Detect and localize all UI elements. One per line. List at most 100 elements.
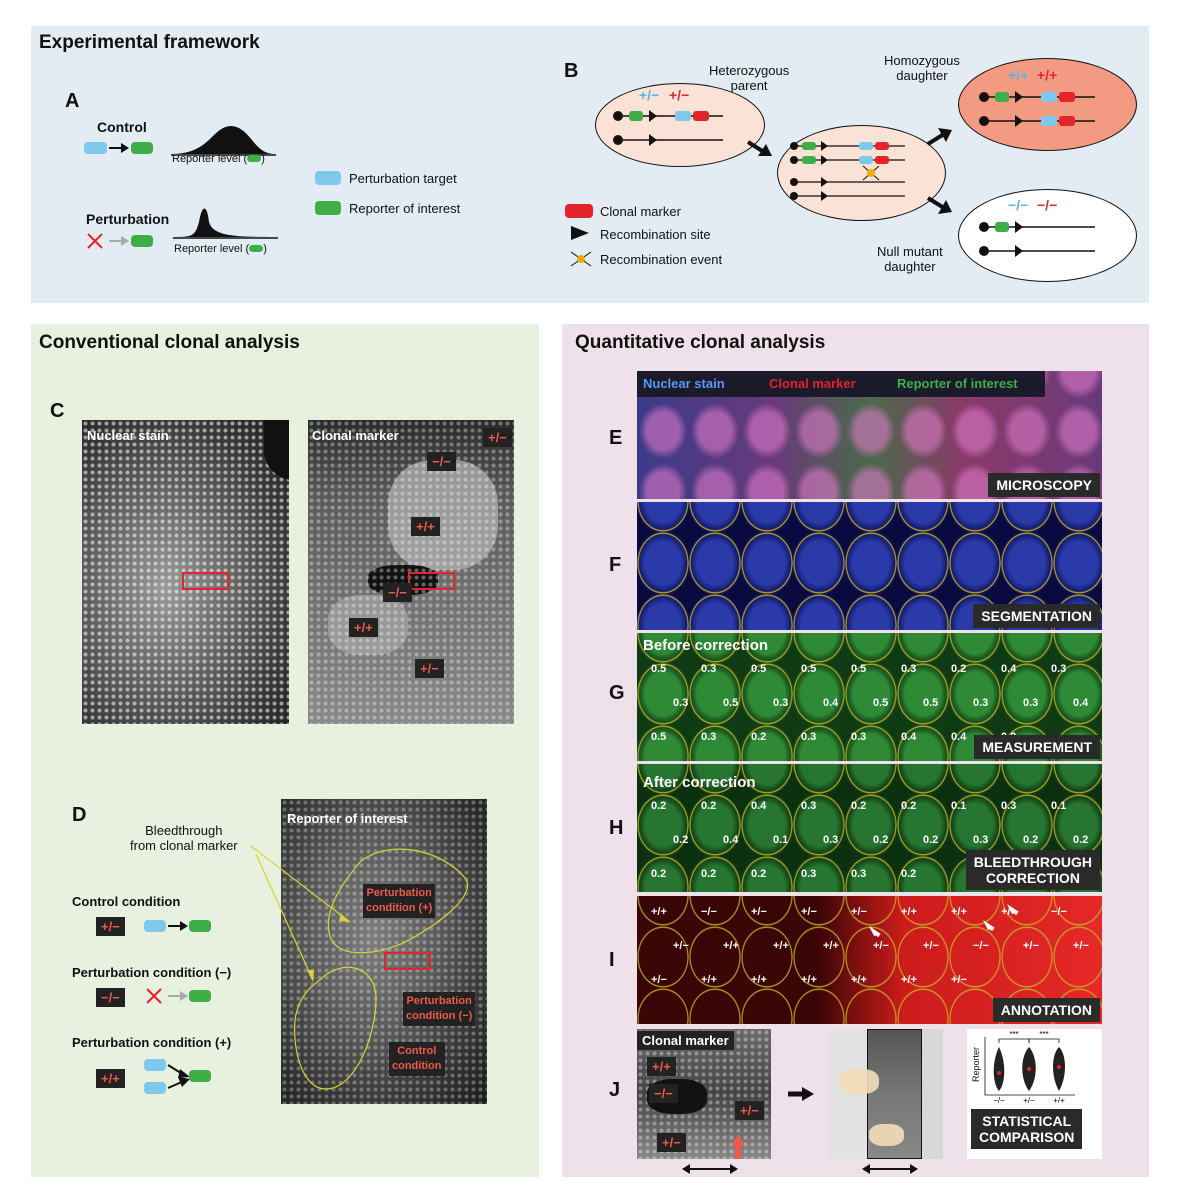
num-label: 0.5 [751,663,767,675]
het-red-label: +/− [669,87,690,103]
violin-x-tick: −/− [993,1096,1005,1105]
perturbation-arrow [109,236,129,246]
annotation-arrows [869,904,1019,938]
num-label: 0.5 [651,731,667,743]
quantitative-panel: Quantitative clonal analysis E Nuclear s… [562,324,1149,1177]
framework-panel: Experimental framework A Control Reporte… [31,26,1149,303]
num-label: 0.1 [773,834,789,846]
num-label: 0.3 [973,697,989,709]
num-label: 0.3 [823,834,839,846]
bleedthrough-correction-image: After correction 0.2 0.2 0.4 0.3 0.2 0.2 0.1 0.… [637,764,1102,892]
quantitative-title: Quantitative clonal analysis [575,332,826,353]
panel-j-letter: J [609,1079,621,1101]
null-chromosomes [979,221,1095,257]
step-statistical-comparison: STATISTICAL COMPARISON [971,1109,1083,1149]
ann-label: +/+ [851,974,867,986]
ann-label: +/+ [951,906,967,918]
num-label: 0.2 [851,800,867,812]
violin-median [1057,1065,1061,1069]
recombination-event-icon [570,251,592,267]
violin-x-tick: +/− [1023,1096,1035,1105]
reporter-axis-label-perturbation: Reporter level () [174,243,267,255]
num-label: 0.3 [851,868,867,880]
control-label: Control [97,119,147,135]
num-label: 0.5 [723,697,739,709]
null-blue-label: −/− [1008,197,1029,213]
num-label: 0.3 [1051,663,1067,675]
ann-label: +/+ [773,940,789,952]
c-tag-3: +/+ [411,517,440,536]
homozygous-label: Homozygous daughter [884,53,960,83]
num-label: 0.4 [1073,697,1089,709]
j-tag-4: +/− [657,1133,686,1152]
legend-reporter-chip [315,201,341,215]
d-roi-box [384,952,431,970]
num-label: 0.2 [751,868,767,880]
ann-label: +/+ [823,940,839,952]
control-cond-target [144,920,166,932]
ann-label: +/− [751,906,767,918]
reporter-axis-label-control: Reporter level () [172,153,265,165]
j-tag-2: −/− [649,1084,678,1103]
j-process-arrow [788,1087,814,1101]
num-label: 0.4 [951,731,967,743]
conventional-title: Conventional clonal analysis [39,332,300,353]
j-double-arrow-2 [862,1164,918,1174]
null-cell [958,189,1137,282]
j-clonal-label: Clonal marker [637,1031,734,1050]
num-label: 0.3 [851,731,867,743]
ch-nuclear: Nuclear stain [643,376,725,391]
recombination-site-icon [571,226,589,240]
c-tag-5: +/+ [349,618,378,637]
num-label: 0.3 [701,663,717,675]
num-label: 0.2 [751,731,767,743]
nuclear-stain-label: Nuclear stain [87,428,169,443]
img-control: Control condition [389,1042,445,1076]
c-tag-2: −/− [427,452,456,471]
legend-target-label: Perturbation target [349,171,457,186]
step-bleedthrough-correction: BLEEDTHROUGH CORRECTION [965,850,1100,890]
num-label: 0.3 [773,697,789,709]
panel-c-letter: C [50,400,65,422]
control-reporter-chip [131,142,153,154]
step-segmentation: SEGMENTATION [973,604,1100,628]
null-mutant-label: Null mutant daughter [877,244,943,274]
measurement-image: Before correction 0.5 0.3 0.5 0.5 0.5 0.3 0.2 0… [637,633,1102,761]
sig-label: *** [1039,1030,1048,1039]
c-tag-6: +/− [415,659,444,678]
num-label: 0.5 [873,697,889,709]
ch-reporter: Reporter of interest [897,376,1018,391]
control-condition-label: Control condition [72,894,181,909]
legend-clonal-label: Clonal marker [600,204,681,219]
j-tag-3: +/− [735,1101,764,1120]
step-annotation: ANNOTATION [992,998,1100,1022]
num-label: 0.4 [1001,663,1017,675]
ann-label: +/− [923,940,939,952]
bleedthrough-arrows [250,845,351,982]
num-label: 0.2 [673,834,689,846]
heterozygous-cell [595,83,765,167]
ann-label: +/− [1023,940,1039,952]
heterozygous-label: Heterozygous parent [709,63,790,93]
ann-label: +/+ [651,906,667,918]
num-label: 0.3 [701,731,717,743]
clonal-marker-image: Clonal marker [308,420,514,724]
num-label: 0.3 [801,800,817,812]
num-label: 0.4 [723,834,739,846]
ann-label: +/− [1073,940,1089,952]
violin-median [997,1071,1001,1075]
violin-shape [993,1047,1005,1091]
panel-f-letter: F [609,554,622,576]
after-correction-label: After correction [643,774,756,791]
panel-d-letter: D [72,804,87,826]
bleedthrough-label: Bleedthrough from clonal marker [130,823,238,853]
before-correction-label: Before correction [643,637,769,654]
num-label: 0.2 [901,868,917,880]
reporter-image: Reporter of interest Perturbation condit… [281,799,487,1104]
num-label: 0.2 [651,868,667,880]
control-arrow [109,143,129,153]
ann-label: +/− [651,974,667,986]
violin-axes [984,1037,1075,1096]
num-label: 0.5 [851,663,867,675]
violin-median [1027,1067,1031,1071]
